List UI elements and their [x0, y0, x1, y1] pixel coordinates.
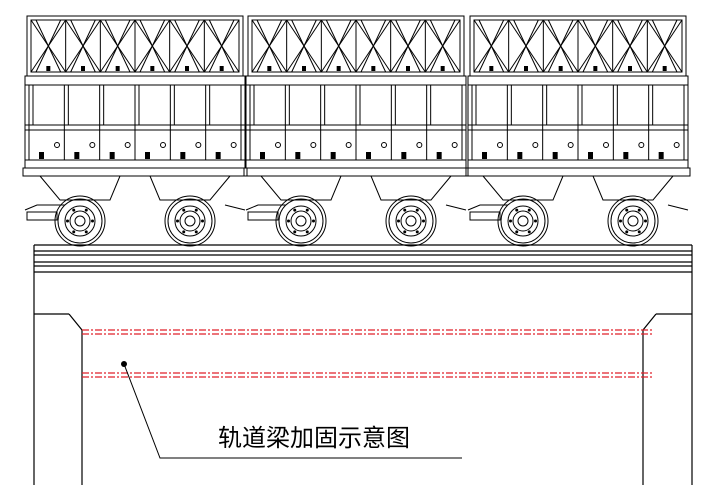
car-3	[465, 15, 691, 247]
wheel	[607, 195, 659, 247]
top-lattice-panel	[26, 15, 244, 77]
wheel	[164, 195, 216, 247]
rail-beam	[33, 272, 693, 485]
mine-car-train	[22, 15, 691, 247]
car-body	[467, 75, 689, 169]
car-1	[22, 15, 248, 247]
caption-leader: 轨道梁加固示意图	[121, 361, 462, 459]
car-2	[243, 15, 469, 247]
car-body	[24, 75, 246, 169]
wheel	[385, 195, 437, 247]
wheel	[275, 195, 327, 247]
leader-line	[123, 363, 462, 459]
wheel	[497, 195, 549, 247]
car-body	[245, 75, 467, 169]
rail	[33, 244, 693, 273]
top-lattice-panel	[247, 15, 465, 77]
reinforcement-steel	[82, 329, 652, 378]
wheel	[54, 195, 106, 247]
top-lattice-panel	[469, 15, 687, 77]
caption-text: 轨道梁加固示意图	[218, 424, 410, 452]
